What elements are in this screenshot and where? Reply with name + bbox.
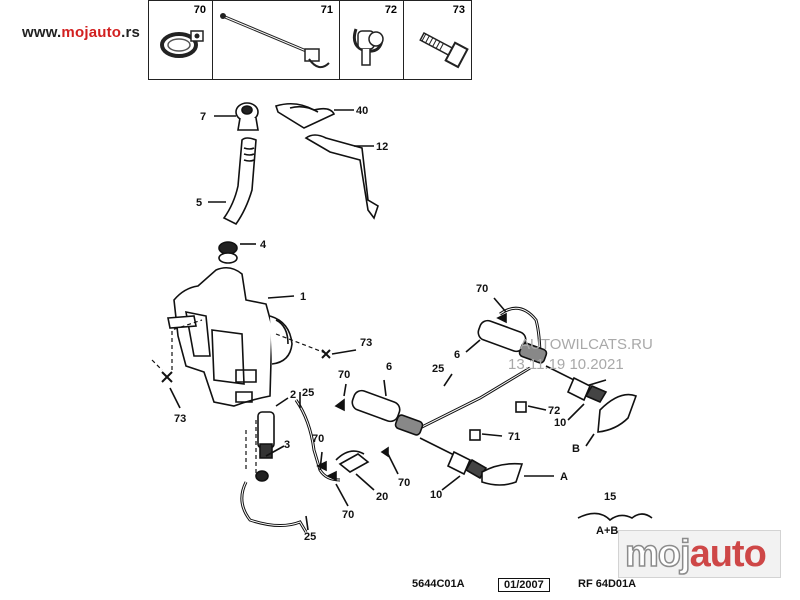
clamp-markers: [316, 312, 507, 482]
logo-word-2: auto: [689, 533, 767, 575]
site-url[interactable]: www.mojauto.rs: [22, 24, 141, 41]
callout-71: 71: [508, 431, 520, 443]
legend-number: 73: [452, 4, 466, 16]
mounting-leaders: [151, 319, 329, 476]
footer-ref-left: 5644C01A: [412, 578, 465, 590]
callout-40: 40: [356, 105, 368, 117]
legend-part-70: 70: [149, 1, 214, 79]
callout-70-bottom: 70: [342, 509, 354, 521]
hose-clamp-icon: [160, 30, 204, 58]
callout-5: 5: [196, 197, 202, 209]
parts-legend: 70 71 72 73: [148, 0, 472, 80]
legend-part-71: 71: [213, 1, 341, 79]
callout-6-left: 6: [386, 361, 392, 373]
callout-a: A: [560, 471, 568, 483]
watermark-line-2: 13.11.19 10.2021: [508, 356, 624, 373]
hose-connector: [335, 450, 370, 473]
assembly-bracket: [577, 512, 653, 522]
legend-part-73: 73: [404, 1, 471, 79]
legend-part-72: 72: [340, 1, 405, 79]
callout-4: 4: [260, 239, 267, 251]
nozzle-connector-b: [566, 376, 608, 404]
nozzle-cover-a: [481, 462, 524, 486]
footer-ref-right: RF 64D01A: [578, 578, 637, 590]
callout-70-top: 70: [476, 283, 488, 295]
washer-reservoir: [167, 266, 293, 407]
callout-10-left: 10: [430, 489, 442, 501]
nozzle-cover-b: [597, 393, 638, 433]
mojauto-logo: mojauto: [618, 530, 781, 578]
callout-20: 20: [376, 491, 388, 503]
cable-tie-icon: [220, 13, 330, 69]
callout-1: 1: [300, 291, 306, 303]
callout-72: 72: [548, 405, 560, 417]
filler-neck: [222, 137, 257, 226]
callout-3: 3: [284, 439, 290, 451]
callout-b: B: [572, 443, 580, 455]
callout-a-plus-b: A+B: [596, 525, 618, 537]
hose-clip-icon: [352, 28, 384, 66]
filler-cap: [235, 102, 259, 131]
legend-number: 71: [320, 4, 334, 16]
nozzle-connector-a: [446, 450, 488, 480]
callout-25-mid: 25: [302, 387, 314, 399]
callout-73-right: 73: [360, 337, 372, 349]
callout-25-right: 25: [432, 363, 444, 375]
bolt-icon: [419, 32, 469, 69]
watermark-line-1: AUTOWILCATS.RU: [520, 336, 653, 353]
logo-word-1: moj: [624, 532, 691, 576]
bracket: [274, 102, 336, 129]
callout-15: 15: [604, 491, 616, 503]
callout-7: 7: [200, 111, 206, 123]
support-bracket: [304, 134, 379, 220]
callout-73-left: 73: [174, 413, 186, 425]
callout-70-mid: 70: [338, 369, 350, 381]
callout-70-center: 70: [398, 477, 410, 489]
legend-number: 72: [384, 4, 398, 16]
callout-10-right: 10: [554, 417, 566, 429]
legend-number: 70: [193, 4, 207, 16]
callout-12: 12: [376, 141, 388, 153]
callout-2: 2: [290, 389, 296, 401]
callout-6-right: 6: [454, 349, 460, 361]
washer-pump: [257, 411, 275, 459]
callout-70-left: 70: [312, 433, 324, 445]
callout-25-bottom: 25: [304, 531, 316, 543]
headlamp-washer-jet-left: [351, 389, 479, 465]
footer-date: 01/2007: [498, 578, 550, 592]
